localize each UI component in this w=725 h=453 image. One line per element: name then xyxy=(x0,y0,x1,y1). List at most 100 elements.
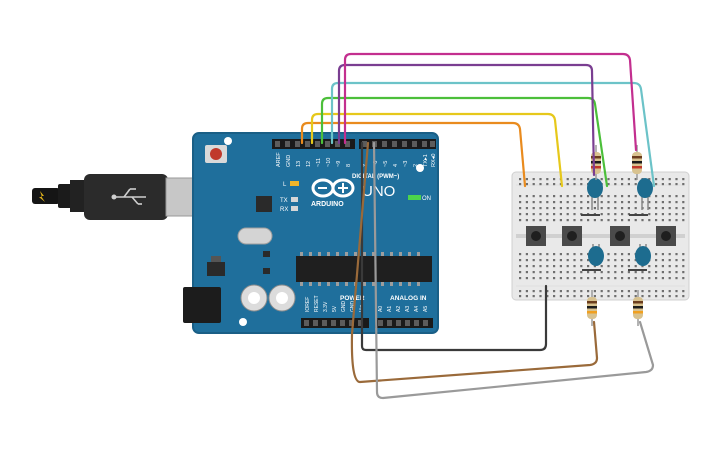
breadboard-hole xyxy=(627,207,630,210)
breadboard-hole xyxy=(627,183,630,186)
breadboard-hole xyxy=(580,290,583,293)
breadboard-hole xyxy=(525,253,528,256)
push-button-4[interactable] xyxy=(656,226,676,246)
breadboard-hole xyxy=(675,213,678,216)
breadboard-hole xyxy=(532,178,535,181)
breadboard-hole xyxy=(675,295,678,298)
breadboard-hole xyxy=(546,195,549,198)
breadboard-hole xyxy=(621,201,624,204)
breadboard-hole xyxy=(532,183,535,186)
breadboard-hole xyxy=(566,195,569,198)
breadboard-hole xyxy=(668,295,671,298)
breadboard-hole xyxy=(593,219,596,222)
breadboard-hole xyxy=(546,201,549,204)
breadboard-hole xyxy=(553,277,556,280)
analog-pin-labels: A0 A1 A2 A3 A4 A5 xyxy=(378,306,429,312)
breadboard-hole xyxy=(661,207,664,210)
breadboard-hole xyxy=(546,207,549,210)
push-button-1[interactable] xyxy=(526,226,546,246)
breadboard xyxy=(511,171,690,301)
breadboard-hole xyxy=(553,213,556,216)
breadboard-hole xyxy=(546,219,549,222)
breadboard-hole xyxy=(655,271,658,274)
breadboard-hole xyxy=(539,195,542,198)
breadboard-hole xyxy=(532,213,535,216)
breadboard-hole xyxy=(587,195,590,198)
breadboard-hole xyxy=(614,253,617,256)
breadboard-hole xyxy=(519,195,522,198)
breadboard-hole xyxy=(573,213,576,216)
breadboard-hole xyxy=(682,295,685,298)
breadboard-hole xyxy=(573,295,576,298)
breadboard-hole xyxy=(648,265,651,268)
wire-yellow xyxy=(310,112,564,188)
breadboard-hole xyxy=(627,271,630,274)
breadboard-hole xyxy=(587,253,590,256)
breadboard-hole xyxy=(519,295,522,298)
push-button-3[interactable] xyxy=(610,226,630,246)
analog-header-label: ANALOG IN xyxy=(390,295,427,302)
breadboard-hole xyxy=(539,213,542,216)
breadboard-hole xyxy=(655,295,658,298)
breadboard-hole xyxy=(573,253,576,256)
breadboard-hole xyxy=(668,183,671,186)
breadboard-hole xyxy=(593,290,596,293)
breadboard-hole xyxy=(621,213,624,216)
breadboard-hole xyxy=(614,259,617,262)
reset-button[interactable] xyxy=(205,145,227,163)
breadboard-hole xyxy=(668,277,671,280)
breadboard-hole xyxy=(559,219,562,222)
breadboard-hole xyxy=(655,201,658,204)
svg-text:GND: GND xyxy=(341,301,347,313)
breadboard-hole xyxy=(587,219,590,222)
breadboard-hole xyxy=(648,178,651,181)
breadboard-hole xyxy=(559,213,562,216)
breadboard-hole xyxy=(634,219,637,222)
breadboard-hole xyxy=(559,253,562,256)
breadboard-hole xyxy=(627,213,630,216)
breadboard-hole xyxy=(634,183,637,186)
breadboard-hole xyxy=(607,290,610,293)
breadboard-hole xyxy=(621,259,624,262)
breadboard-hole xyxy=(525,271,528,274)
resistor-3 xyxy=(587,290,597,326)
breadboard-hole xyxy=(655,219,658,222)
breadboard-hole xyxy=(682,290,685,293)
breadboard-hole xyxy=(614,195,617,198)
breadboard-hole xyxy=(566,219,569,222)
breadboard-hole xyxy=(607,253,610,256)
breadboard-hole xyxy=(627,219,630,222)
breadboard-hole xyxy=(655,277,658,280)
digital-pin-labels: AREF GND 13 12 ~11 ~10 ~9 8 7 ~6 ~5 4 ~3… xyxy=(276,152,437,167)
breadboard-hole xyxy=(566,265,569,268)
breadboard-hole xyxy=(668,207,671,210)
wire-purple xyxy=(337,63,596,177)
breadboard-hole xyxy=(532,271,535,274)
breadboard-hole xyxy=(593,277,596,280)
breadboard-hole xyxy=(580,219,583,222)
wire-gray xyxy=(372,141,655,400)
breadboard-hole xyxy=(668,201,671,204)
breadboard-hole xyxy=(675,219,678,222)
breadboard-hole xyxy=(627,253,630,256)
breadboard-hole xyxy=(587,290,590,293)
breadboard-hole xyxy=(641,265,644,268)
svg-text:A4: A4 xyxy=(414,306,420,312)
breadboard-hole xyxy=(525,295,528,298)
breadboard-hole xyxy=(593,207,596,210)
breadboard-hole xyxy=(539,265,542,268)
breadboard-hole xyxy=(648,271,651,274)
breadboard-hole xyxy=(525,259,528,262)
breadboard-hole xyxy=(525,219,528,222)
breadboard-hole xyxy=(566,178,569,181)
breadboard-hole xyxy=(587,207,590,210)
push-button-2[interactable] xyxy=(562,226,582,246)
breadboard-hole xyxy=(675,178,678,181)
breadboard-hole xyxy=(539,253,542,256)
breadboard-hole xyxy=(627,259,630,262)
breadboard-hole xyxy=(675,183,678,186)
brand-label: ARDUINO xyxy=(311,201,344,208)
breadboard-hole xyxy=(655,253,658,256)
atmega-chip xyxy=(296,252,432,286)
